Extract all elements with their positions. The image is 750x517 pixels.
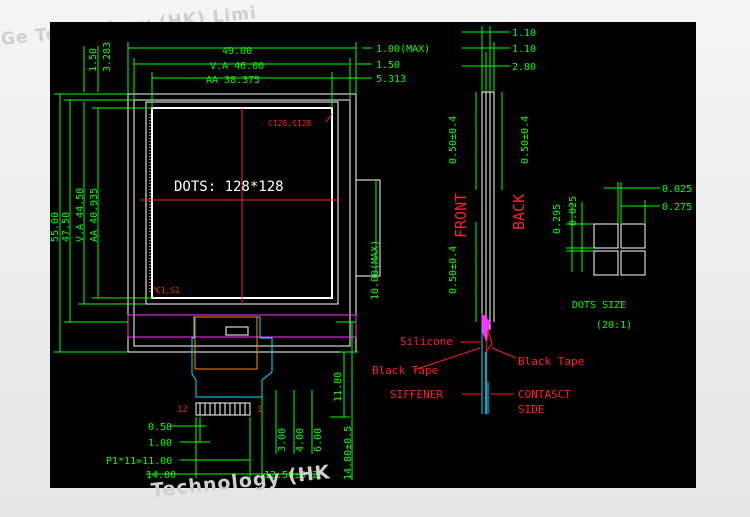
module-outline xyxy=(127,93,357,353)
side-dim-back-tol: 0.50±0.4 xyxy=(520,116,531,164)
dim-aa-height: AA 40.935 xyxy=(89,188,100,242)
dots-dim-b: 0.275 xyxy=(662,202,692,213)
corner-top-label: C128,S128 xyxy=(268,119,312,128)
side-dim-top-tol: 0.50±0.4 xyxy=(448,116,459,164)
dots-size-scale: (20:1) xyxy=(596,320,632,331)
dots-size-title: DOTS SIZE xyxy=(572,300,626,311)
dots-dim-d: 0.025 xyxy=(568,196,579,226)
dims-left xyxy=(54,46,152,353)
side-view xyxy=(481,91,495,414)
dots-label: DOTS: 128*128 xyxy=(174,179,284,195)
dim-d6: 6.00 xyxy=(313,428,324,452)
dim-d4: 4.00 xyxy=(295,428,306,452)
dots-grid xyxy=(593,223,646,276)
dim-overall-width: 49.00 xyxy=(222,46,252,57)
dim-p2: 1.00 xyxy=(148,438,172,449)
dim-top-2: 3.283 xyxy=(102,42,113,72)
back-label: BACK xyxy=(510,194,528,230)
seal-hatch-area xyxy=(127,314,357,338)
dims-right xyxy=(330,180,377,480)
fpc-tail xyxy=(191,316,273,398)
stiffener-label: SIFFENER xyxy=(390,388,443,401)
dim-tail-length: 11.80 xyxy=(333,372,344,402)
dim-pitch: P1*11=11.00 xyxy=(106,456,172,467)
fpc-pins xyxy=(195,402,251,416)
side-dim-t3: 2.80 xyxy=(512,62,536,73)
dim-width-14: 14.00 xyxy=(146,470,176,481)
black-tape-label-2: Black Tape xyxy=(518,355,584,368)
dim-offset-2: 5.313 xyxy=(376,74,406,85)
pin-label-right: 1 xyxy=(257,405,262,415)
black-tape-label-1: Black Tape xyxy=(372,364,438,377)
dots-dim-a: 0.025 xyxy=(662,184,692,195)
side-dims xyxy=(462,26,510,322)
dim-p1: 0.50 xyxy=(148,422,172,433)
contact-label-2: SIDE xyxy=(518,403,545,416)
dim-total-height: 55.00 xyxy=(50,212,61,242)
corner-top-leader xyxy=(325,113,333,123)
fpc-component xyxy=(225,326,249,336)
dots-dim-c: 0.295 xyxy=(552,204,563,234)
side-dim-bottom-tol: 0.50±0.4 xyxy=(448,246,459,294)
corner-bottom-leader xyxy=(153,286,159,293)
dim-top-1: 1.50 xyxy=(88,48,99,72)
dims-top xyxy=(127,42,372,108)
dim-width-12: 12.50±0.2 xyxy=(264,470,318,481)
front-label: FRONT xyxy=(452,193,470,238)
silicone-label: Silicone xyxy=(400,335,453,348)
dim-va-height: V.A 44.50 xyxy=(75,188,86,242)
corner-bottom-label: C1,S1 xyxy=(156,286,180,295)
drawing-canvas: DOTS: 128*128 C128,S128 C1,S1 12 1 xyxy=(50,26,692,481)
dim-va-width: V.A 46.00 xyxy=(210,61,264,72)
viewing-area-outline xyxy=(133,99,351,347)
dim-d3: 3.00 xyxy=(277,428,288,452)
dim-max-offset: 1.00(MAX) xyxy=(376,44,430,55)
thickness-marker xyxy=(356,179,381,277)
dim-tail-total: 14.80±0.5 xyxy=(343,426,354,480)
technical-drawing: DOTS: 128*128 C128,S128 C1,S1 12 1 xyxy=(50,22,696,488)
side-leaders xyxy=(413,341,517,395)
contact-label-1: CONTASCT xyxy=(518,388,571,401)
dim-offset-1: 1.50 xyxy=(376,60,400,71)
dim-aa-width: AA 38.375 xyxy=(206,75,260,86)
dim-max-thickness: 10.00(MAX) xyxy=(370,240,381,300)
dim-outline-height: 47.50 xyxy=(61,212,72,242)
side-dim-t1: 1.10 xyxy=(512,28,536,39)
pin-label-left: 12 xyxy=(177,405,188,415)
dots-dims xyxy=(566,182,660,272)
side-dim-t2: 1.10 xyxy=(512,44,536,55)
fpc-bond-hatch xyxy=(194,316,258,370)
dims-bottom xyxy=(146,390,322,478)
